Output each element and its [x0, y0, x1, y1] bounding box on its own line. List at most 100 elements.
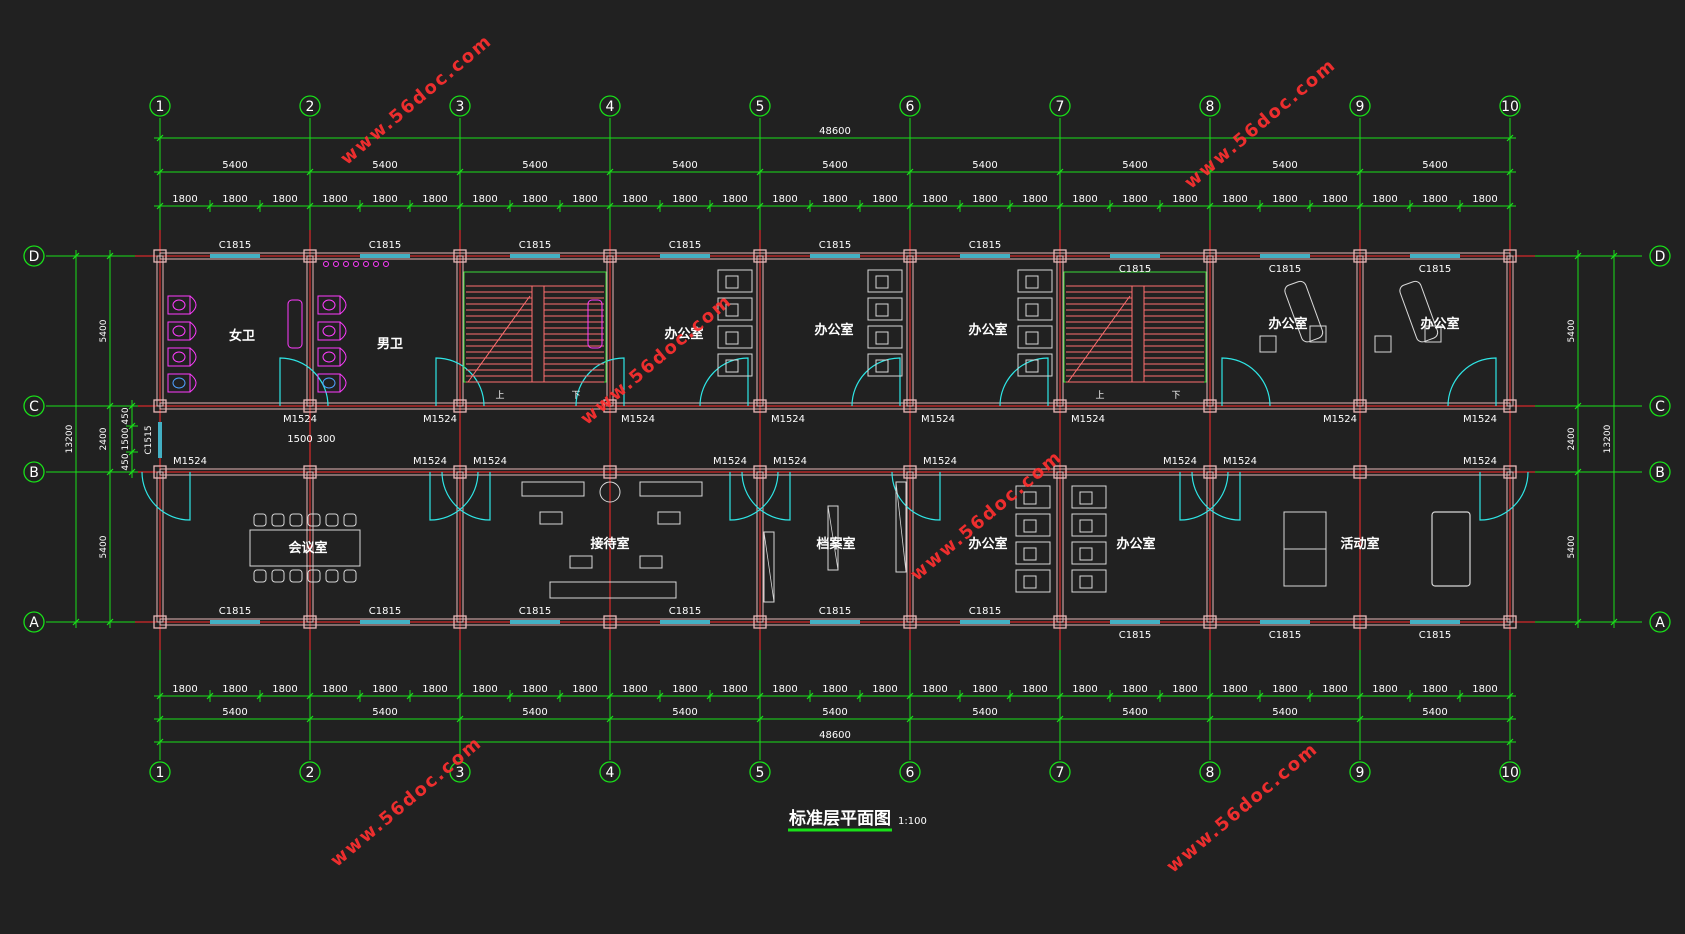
dim-value: 1800: [922, 194, 947, 205]
door-swing: [279, 357, 329, 407]
axis-label: 8: [1206, 99, 1215, 115]
door-label: M1524: [1323, 414, 1357, 425]
axis-label: 10: [1501, 765, 1519, 781]
urinal: [323, 261, 329, 267]
meeting-chair: [271, 513, 285, 527]
dim-value: 1800: [672, 684, 697, 695]
dim-value: 1800: [772, 684, 797, 695]
axis-label: 3: [456, 99, 465, 115]
column: [1503, 399, 1517, 413]
dim-value: 13200: [65, 424, 75, 453]
dim-value: 1500: [121, 427, 131, 450]
door-swing: [729, 471, 779, 521]
axis-label: 2: [306, 99, 315, 115]
toilet-bowl: [172, 351, 186, 363]
wall-vertical: [1056, 471, 1064, 623]
stair-handrail: [1131, 285, 1145, 383]
drawing-title: 标准层平面图: [789, 808, 891, 829]
toilet-bowl: [322, 377, 336, 389]
urinal: [383, 261, 389, 267]
column: [1503, 465, 1517, 479]
archive-shelf: [895, 481, 907, 573]
axis-bubble: [449, 95, 471, 117]
stair-up-label: 上: [495, 390, 504, 401]
dim-value: 1800: [422, 194, 447, 205]
column: [153, 615, 167, 629]
axis-label: 9: [1356, 765, 1365, 781]
door-label: M1524: [773, 456, 807, 467]
column: [303, 465, 317, 479]
toilet-bowl: [172, 299, 186, 311]
door-swing: [1221, 357, 1271, 407]
room-label: 办公室: [1116, 536, 1155, 552]
dim-value: 1800: [522, 684, 547, 695]
column: [753, 465, 767, 479]
toilet-bowl: [172, 325, 186, 337]
door-label: M1524: [173, 456, 207, 467]
watermark-text: www.56doc.com: [326, 732, 486, 871]
room-label: 办公室: [968, 322, 1007, 338]
desk: [1071, 485, 1107, 509]
meeting-chair: [271, 569, 285, 583]
column: [1503, 615, 1517, 629]
window-label: C1815: [1269, 264, 1301, 275]
stair-down-label: 下: [1171, 391, 1180, 401]
axis-bubble: [1649, 395, 1671, 417]
column: [153, 249, 167, 263]
wall-vertical: [456, 255, 464, 407]
side-window: [158, 422, 162, 458]
door-swing: [1179, 471, 1229, 521]
window: [660, 620, 710, 624]
dim-value: 1800: [622, 194, 647, 205]
wall-vertical: [1356, 255, 1364, 407]
stair-down-label: 下: [571, 391, 580, 401]
room-label: 办公室: [664, 326, 703, 342]
office-chair: [725, 359, 739, 373]
window: [960, 620, 1010, 624]
desk: [867, 297, 903, 321]
urinal: [333, 261, 339, 267]
column: [303, 399, 317, 413]
column: [1053, 249, 1067, 263]
toilet-stall: [317, 347, 341, 367]
axis-label: 5: [756, 765, 765, 781]
axis-label: 10: [1501, 99, 1519, 115]
dim-value: 1800: [272, 194, 297, 205]
dim-value: 5400: [972, 160, 997, 171]
meeting-chair: [343, 513, 357, 527]
window: [810, 620, 860, 624]
dim-value: 450: [121, 453, 131, 470]
axis-bubble: [1199, 761, 1221, 783]
column: [1053, 399, 1067, 413]
column: [1503, 249, 1517, 263]
office-chair: [1025, 275, 1039, 289]
wash-basin-counter: [587, 299, 603, 349]
stall-door: [189, 295, 197, 315]
column: [603, 399, 617, 413]
window: [960, 254, 1010, 258]
door-label: M1524: [921, 414, 955, 425]
toilet-stall: [167, 347, 191, 367]
door-swing: [699, 357, 749, 407]
stair-break-line: [467, 295, 531, 383]
window: [1110, 254, 1160, 258]
axis-bubble: [1349, 761, 1371, 783]
axis-bubble: [449, 761, 471, 783]
wash-basin-counter: [287, 299, 303, 349]
toilet-stall: [317, 321, 341, 341]
toilet-stall: [317, 295, 341, 315]
meeting-chair: [253, 569, 267, 583]
door-swing: [999, 357, 1049, 407]
desk: [1015, 513, 1051, 537]
dim-value: 1800: [672, 194, 697, 205]
axis-bubble: [749, 95, 771, 117]
wall-vertical: [156, 471, 164, 623]
axis-label: 4: [606, 765, 615, 781]
axis-bubble: [299, 95, 321, 117]
room-label: 办公室: [1420, 316, 1459, 332]
desk: [1015, 569, 1051, 593]
dim-value: 1800: [1022, 684, 1047, 695]
